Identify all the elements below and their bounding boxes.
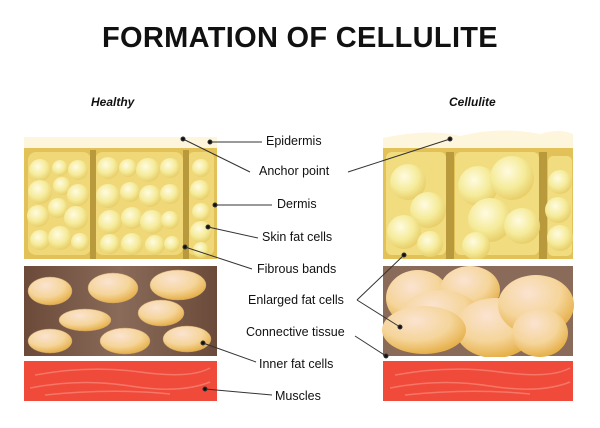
label-connective-tissue: Connective tissue xyxy=(246,325,345,339)
label-skin-fat-cells: Skin fat cells xyxy=(262,230,333,244)
label-dermis: Dermis xyxy=(277,197,317,211)
healthy-heading: Healthy xyxy=(91,95,135,109)
epidermis-layer xyxy=(24,137,217,148)
label-epidermis: Epidermis xyxy=(266,134,322,148)
muscle-layer xyxy=(24,361,217,401)
cellulite-skin xyxy=(382,130,574,401)
cellulite-heading: Cellulite xyxy=(449,95,496,109)
healthy-skin xyxy=(24,137,217,401)
label-fibrous-bands: Fibrous bands xyxy=(257,262,337,276)
diagram-title: FORMATION OF CELLULITE xyxy=(102,22,498,54)
label-inner-fat-cells: Inner fat cells xyxy=(259,357,334,371)
label-muscles: Muscles xyxy=(275,389,321,403)
label-anchor-point: Anchor point xyxy=(259,164,330,178)
label-enlarged-fat-cells: Enlarged fat cells xyxy=(248,293,344,307)
